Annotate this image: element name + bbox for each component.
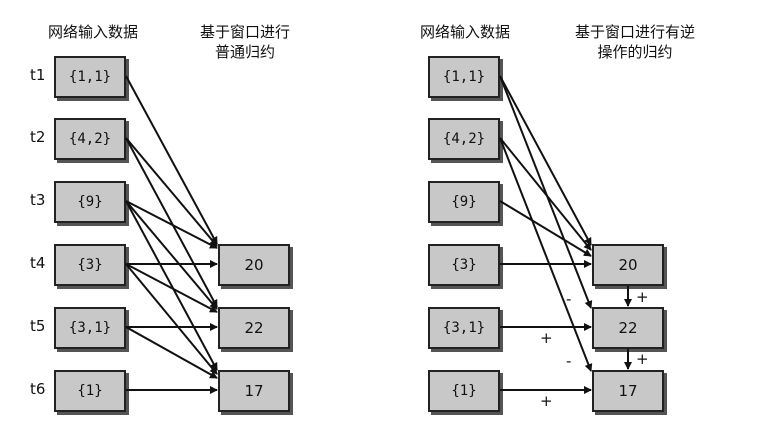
plus-sign: +: [636, 350, 649, 368]
right-input-box: {1,1}: [428, 56, 500, 98]
arrow-line: [499, 137, 593, 372]
right-output-box: 20: [592, 244, 664, 286]
arrow-line: [125, 200, 218, 371]
left-input-box: {4,2}: [54, 118, 126, 160]
left-input-box: {3,1}: [54, 307, 126, 349]
right-input-header: 网络输入数据: [419, 23, 510, 41]
minus-sign: -: [566, 352, 572, 370]
left-result-header-line2: 普通归约: [214, 43, 275, 61]
left-result-header-line1: 基于窗口进行: [199, 23, 290, 41]
minus-sign: -: [566, 290, 572, 308]
left-input-header: 网络输入数据: [47, 23, 138, 41]
time-label: t6: [30, 380, 46, 398]
plus-sign: +: [540, 392, 553, 410]
left-input-box: {1}: [54, 370, 126, 412]
left-input-box: {1,1}: [54, 56, 126, 98]
time-label: t1: [30, 66, 46, 84]
left-input-box: {3}: [54, 244, 126, 286]
arrow-line: [499, 75, 592, 246]
arrow-line: [125, 263, 218, 375]
time-label: t3: [30, 191, 46, 209]
right-input-box: {4,2}: [428, 118, 500, 160]
time-label: t2: [30, 128, 46, 146]
right-input-box: {9}: [428, 181, 500, 223]
right-input-box: {1}: [428, 370, 500, 412]
right-result-header: 基于窗口进行有逆 操作的归约: [560, 22, 710, 62]
left-output-box: 20: [218, 244, 290, 286]
right-result-header-line1: 基于窗口进行有逆: [574, 23, 695, 41]
right-output-box: 17: [592, 370, 664, 412]
time-label: t4: [30, 254, 46, 272]
plus-sign: +: [540, 329, 553, 347]
left-output-box: 17: [218, 370, 290, 412]
arrow-line: [125, 137, 218, 247]
left-result-header: 基于窗口进行 普通归约: [180, 22, 310, 62]
left-input-box: {9}: [54, 181, 126, 223]
plus-sign: +: [636, 288, 649, 306]
arrow-line: [125, 263, 218, 313]
right-output-box: 22: [592, 307, 664, 349]
right-input-box: {3}: [428, 244, 500, 286]
arrow-line: [125, 326, 218, 379]
arrow-line: [499, 137, 592, 251]
arrow-line: [499, 75, 593, 309]
right-input-box: {3,1}: [428, 307, 500, 349]
left-output-box: 22: [218, 307, 290, 349]
arrow-line: [499, 200, 592, 257]
right-result-header-line2: 操作的归约: [597, 43, 673, 61]
arrow-line: [125, 200, 218, 249]
arrow-line: [125, 75, 218, 245]
arrow-line: [125, 200, 218, 310]
arrow-line: [125, 137, 218, 308]
time-label: t5: [30, 317, 46, 335]
